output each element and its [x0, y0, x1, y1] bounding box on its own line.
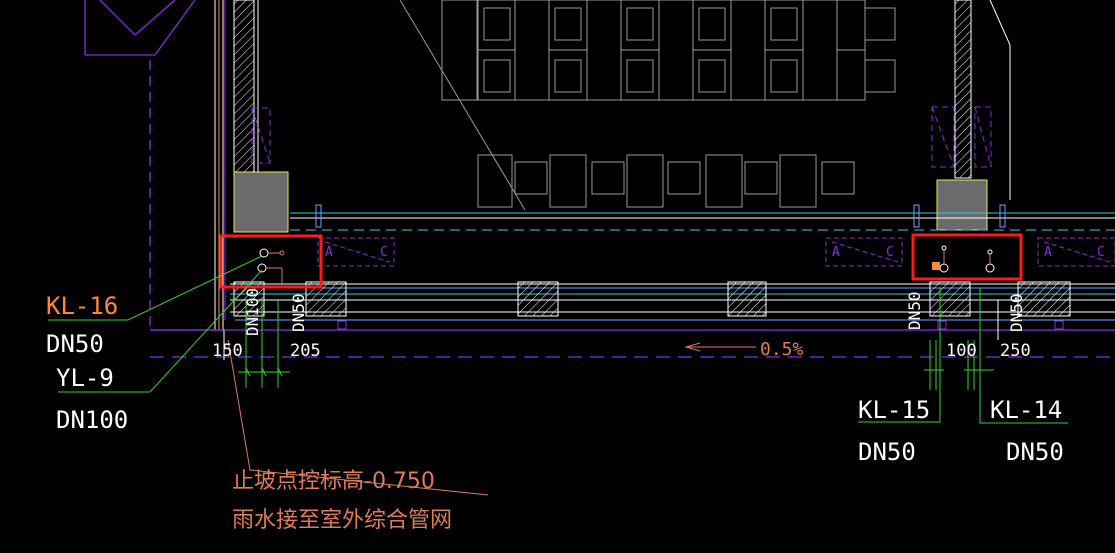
dim-100: 100	[946, 341, 977, 361]
seating-grid	[441, 0, 896, 208]
slope-arrow	[684, 342, 756, 352]
section-tag-3[interactable]	[1037, 237, 1115, 267]
tag-c-2: C	[886, 245, 894, 260]
label-kl15-dn: DN50	[858, 438, 916, 466]
tag-a-2: A	[832, 245, 840, 260]
leader-lines	[48, 255, 1068, 424]
dim-250: 250	[1000, 341, 1031, 361]
right-wall	[954, 0, 1011, 200]
label-kl16[interactable]: KL-16	[46, 292, 118, 320]
vert-label-dn50-b: DN50	[905, 291, 924, 330]
tag-a-1: A	[325, 245, 333, 260]
dim-205: 205	[290, 341, 321, 361]
tag-a-3: A	[1044, 245, 1052, 260]
section-tag-1[interactable]	[317, 237, 395, 267]
right-column[interactable]	[936, 179, 988, 231]
left-column[interactable]	[233, 171, 289, 233]
label-kl15[interactable]: KL-15	[858, 396, 930, 424]
left-dashed-boxes	[251, 107, 271, 164]
tag-c-3: C	[1097, 245, 1105, 260]
purple-markers	[337, 320, 1064, 330]
riser-symbols-left[interactable]	[257, 248, 285, 284]
vert-label-dn100: DN100	[243, 288, 262, 336]
diagonal-line	[399, 0, 526, 211]
note-line-2: 雨水接至室外综合管网	[232, 508, 452, 533]
label-kl14-dn: DN50	[1006, 438, 1064, 466]
right-dashed-boxes	[931, 106, 992, 168]
slope-label: 0.5%	[760, 339, 804, 360]
dim-150: 150	[212, 341, 243, 361]
highlight-box-left[interactable]	[219, 234, 323, 289]
label-kl16-dn: DN50	[46, 330, 104, 358]
beam-segments	[233, 281, 1071, 317]
purple-outline-top-left	[84, 0, 225, 331]
tag-c-1: C	[380, 245, 388, 260]
label-yl9[interactable]: YL-9	[56, 364, 114, 392]
riser-symbols-right[interactable]	[932, 245, 995, 273]
section-tag-2[interactable]	[825, 237, 903, 267]
vertical-pipes	[315, 204, 1006, 228]
highlight-box-right[interactable]	[911, 233, 1023, 281]
label-kl14[interactable]: KL-14	[990, 396, 1062, 424]
label-yl9-dn: DN100	[56, 406, 128, 434]
dimension-lines	[223, 300, 999, 360]
vert-label-dn50-c: DN50	[1007, 293, 1026, 332]
note-leader	[227, 339, 489, 496]
vert-label-dn50-a: DN50	[289, 293, 308, 332]
note-line-1: 止坡点控标高-0.750	[232, 469, 435, 494]
